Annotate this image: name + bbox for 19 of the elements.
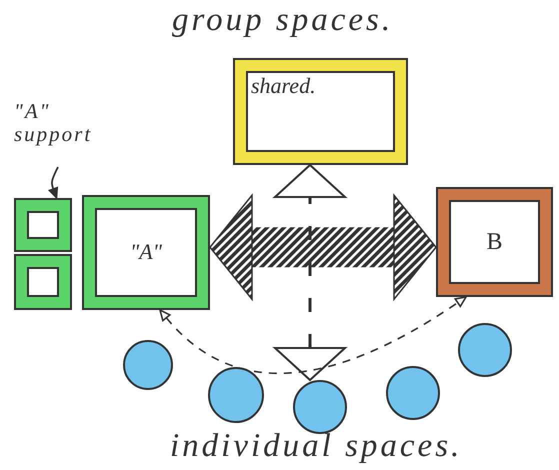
dashed-arrow xyxy=(274,164,346,381)
node-label: "A" xyxy=(130,240,162,265)
individual-space-circle xyxy=(458,323,512,377)
support-box xyxy=(14,254,72,310)
individual-space-circle xyxy=(386,366,440,420)
dashed-arrow xyxy=(158,296,467,374)
space-box xyxy=(82,195,210,310)
space-box xyxy=(436,187,553,297)
node-label: shared. xyxy=(251,74,316,98)
heading-text: group spaces. xyxy=(172,2,394,39)
leader-arrow xyxy=(48,166,59,199)
individual-space-circle xyxy=(293,380,347,434)
node-label: B xyxy=(486,228,502,256)
support-box xyxy=(14,198,72,252)
double-arrow xyxy=(209,194,437,300)
shared-space-box xyxy=(233,58,408,165)
caption-text: individual spaces. xyxy=(170,428,462,465)
individual-space-circle xyxy=(123,340,173,390)
node-label: "A" support xyxy=(14,100,94,146)
